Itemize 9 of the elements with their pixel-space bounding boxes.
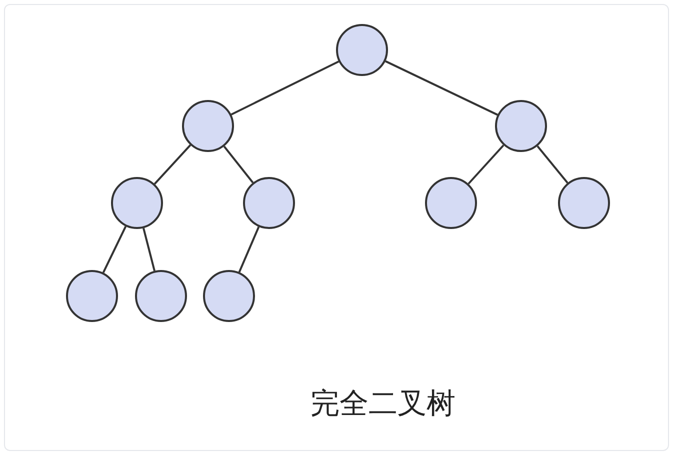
tree-edge — [536, 146, 568, 184]
tree-edge — [154, 144, 192, 185]
tree-edge — [142, 228, 156, 272]
tree-edge — [468, 144, 504, 184]
caption: 完全二叉树 — [310, 386, 456, 420]
tree-edge — [223, 146, 254, 184]
tree-edge — [238, 226, 260, 272]
tree-edge — [385, 60, 498, 116]
tree-edge — [230, 60, 340, 116]
